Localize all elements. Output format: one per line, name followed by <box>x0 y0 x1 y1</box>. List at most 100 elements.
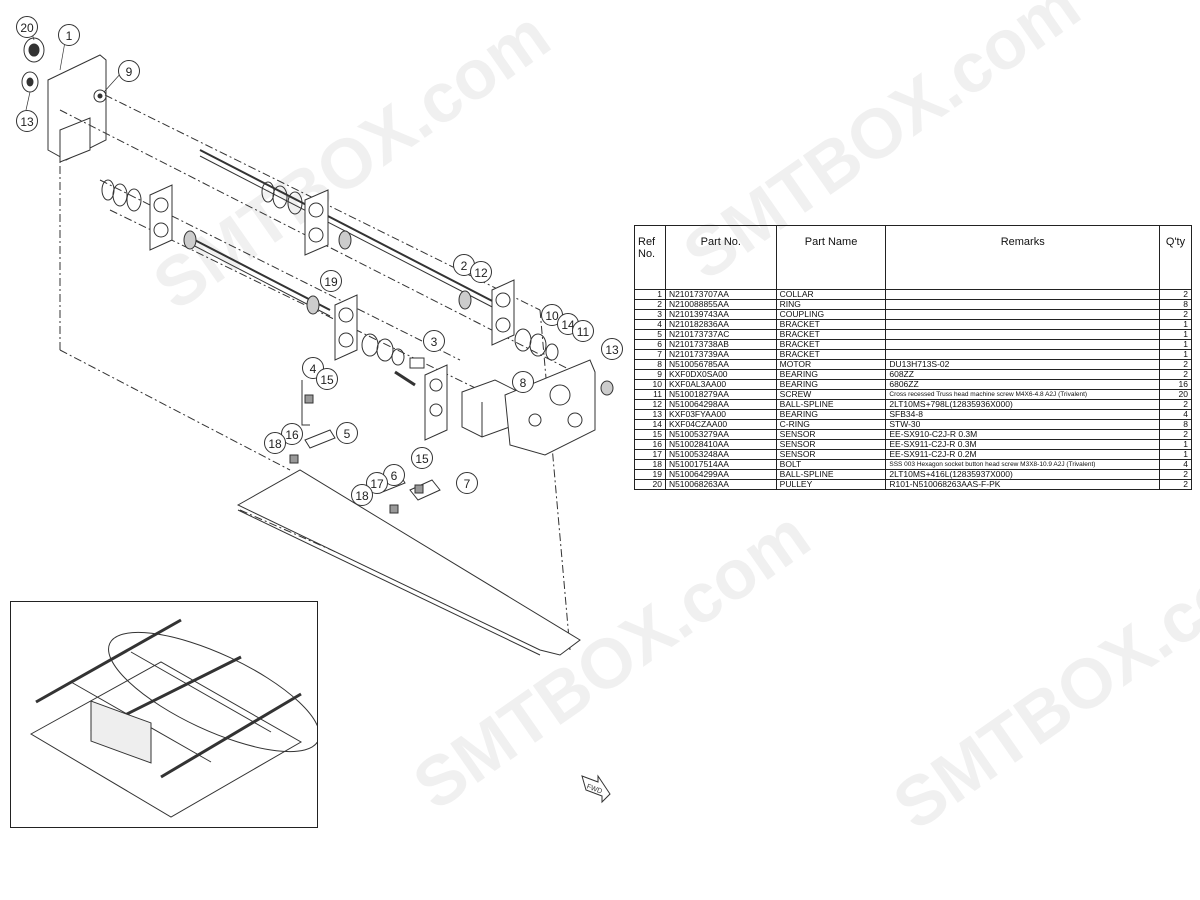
cell-qty: 2 <box>1159 369 1192 380</box>
cell-ref: 3 <box>634 309 666 320</box>
cell-part-no: KXF04CZAA00 <box>664 419 777 430</box>
cell-qty: 2 <box>1159 289 1192 300</box>
callout-15: 15 <box>411 447 433 469</box>
cell-part-name: BEARING <box>775 369 887 380</box>
cell-part-no: N210182836AA <box>664 319 777 330</box>
cell-remarks: EE-SX911-C2J-R 0.2M <box>885 449 1161 460</box>
cell-part-no: N210173739AA <box>664 349 777 360</box>
cell-ref: 6 <box>634 339 666 350</box>
cell-part-no: N510068263AA <box>664 479 777 490</box>
cell-part-name: MOTOR <box>775 359 887 370</box>
cell-qty: 2 <box>1159 399 1192 410</box>
cell-part-no: N510017514AA <box>664 459 777 470</box>
cell-ref: 10 <box>634 379 666 390</box>
cell-ref: 20 <box>634 479 666 490</box>
callout-19: 19 <box>320 270 342 292</box>
cell-ref: 9 <box>634 369 666 380</box>
cell-part-name: SCREW <box>775 389 887 400</box>
cell-remarks <box>885 289 1161 300</box>
cell-part-no: N510018279AA <box>664 389 777 400</box>
cell-remarks: EE-SX911-C2J-R 0.3M <box>885 439 1161 450</box>
cell-qty: 4 <box>1159 459 1192 470</box>
cell-part-no: N510053248AA <box>664 449 777 460</box>
header-part-no: Part No. <box>664 225 777 290</box>
cell-ref: 2 <box>634 299 666 310</box>
cell-qty: 2 <box>1159 479 1192 490</box>
callout-18: 18 <box>351 484 373 506</box>
cell-qty: 1 <box>1159 339 1192 350</box>
callout-15: 15 <box>316 368 338 390</box>
cell-part-name: BRACKET <box>775 349 887 360</box>
header-ref-no: Ref No. <box>634 225 666 290</box>
forward-direction-arrow-icon: FWD <box>581 774 611 804</box>
header-remarks: Remarks <box>885 225 1161 290</box>
cell-remarks: 2LT10MS+798L(12835936X000) <box>885 399 1161 410</box>
callout-13: 13 <box>16 110 38 132</box>
cell-part-name: BRACKET <box>775 319 887 330</box>
cell-part-no: N210173738AB <box>664 339 777 350</box>
cell-qty: 16 <box>1159 379 1192 390</box>
header-qty: Q'ty <box>1159 225 1192 290</box>
cell-ref: 8 <box>634 359 666 370</box>
cell-part-name: BOLT <box>775 459 887 470</box>
cell-ref: 4 <box>634 319 666 330</box>
cell-ref: 19 <box>634 469 666 480</box>
cell-ref: 12 <box>634 399 666 410</box>
cell-ref: 1 <box>634 289 666 300</box>
callout-18: 18 <box>264 432 286 454</box>
cell-part-name: SENSOR <box>775 439 887 450</box>
cell-qty: 1 <box>1159 439 1192 450</box>
cell-qty: 2 <box>1159 309 1192 320</box>
cell-part-no: N510056785AA <box>664 359 777 370</box>
cell-qty: 1 <box>1159 449 1192 460</box>
cell-part-name: RING <box>775 299 887 310</box>
cell-remarks <box>885 349 1161 360</box>
callout-16: 16 <box>281 423 303 445</box>
header-part-name: Part Name <box>775 225 887 290</box>
cell-part-name: PULLEY <box>775 479 887 490</box>
cell-ref: 5 <box>634 329 666 340</box>
machine-overview-drawing <box>29 618 320 818</box>
cell-remarks: 2LT10MS+416L(12835937X000) <box>885 469 1161 480</box>
cell-remarks: DU13H713S-02 <box>885 359 1161 370</box>
overview-inset <box>10 601 320 828</box>
cell-part-no: KXF0DX0SA00 <box>664 369 777 380</box>
table-header-row: Ref No. Part No. Part Name Remarks Q'ty <box>634 225 1192 290</box>
cell-ref: 7 <box>634 349 666 360</box>
cell-remarks: SSS 003 Hexagon socket button head screw… <box>885 459 1161 470</box>
callout-20: 20 <box>16 16 38 38</box>
cell-part-no: KXF0AL3AA00 <box>664 379 777 390</box>
parts-list-table: Ref No. Part No. Part Name Remarks Q'ty … <box>634 225 1192 490</box>
callout-11: 11 <box>572 320 594 342</box>
callout-5: 5 <box>336 422 358 444</box>
cell-remarks: EE-SX910-C2J-R 0.3M <box>885 429 1161 440</box>
cell-part-no: N510028410AA <box>664 439 777 450</box>
cell-part-no: N210088855AA <box>664 299 777 310</box>
cell-part-name: BRACKET <box>775 329 887 340</box>
callout-12: 12 <box>470 261 492 283</box>
cell-qty: 20 <box>1159 389 1192 400</box>
cell-qty: 8 <box>1159 299 1192 310</box>
cell-qty: 8 <box>1159 419 1192 430</box>
cell-remarks: SFB34-8 <box>885 409 1161 420</box>
callout-13: 13 <box>601 338 623 360</box>
cell-part-name: C-RING <box>775 419 887 430</box>
cell-ref: 11 <box>634 389 666 400</box>
cell-remarks: 6806ZZ <box>885 379 1161 390</box>
cell-remarks <box>885 299 1161 310</box>
cell-ref: 18 <box>634 459 666 470</box>
cell-part-no: N210139743AA <box>664 309 777 320</box>
